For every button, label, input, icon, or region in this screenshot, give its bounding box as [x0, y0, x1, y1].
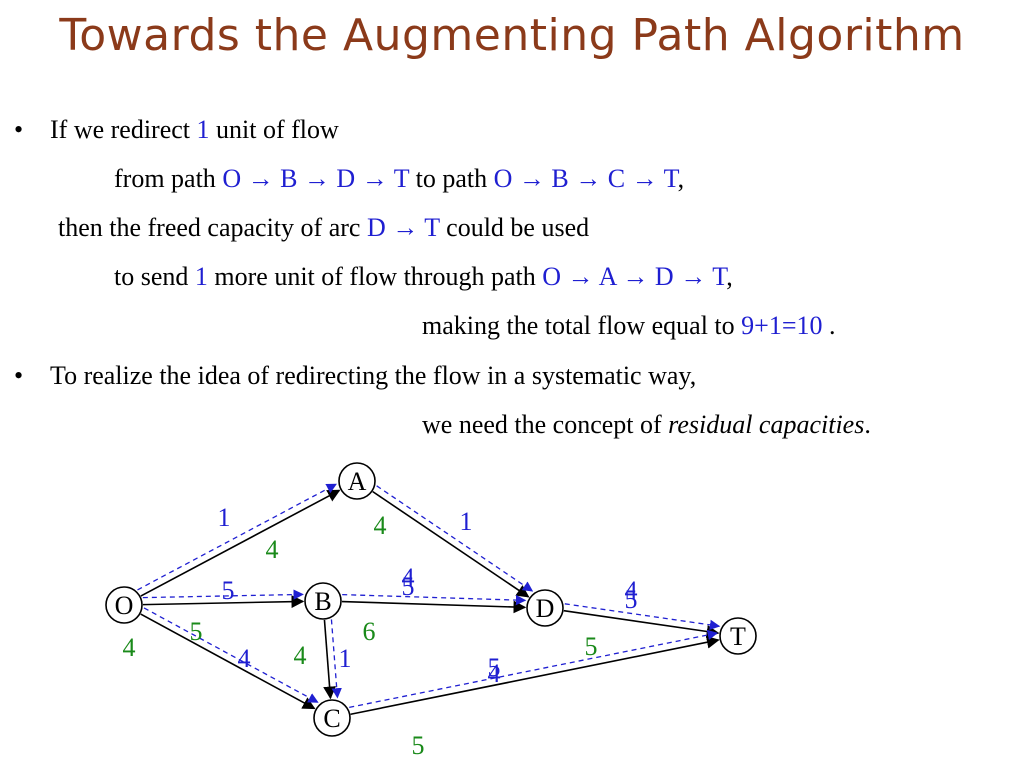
flow-arc-d-t — [564, 603, 721, 631]
capacity-label-o-c: 4 — [123, 633, 136, 662]
node-b: B — [304, 582, 342, 620]
node-label: D — [536, 594, 555, 623]
node-label: C — [323, 704, 340, 733]
text-run: we need the concept of — [422, 410, 669, 439]
flow-label-b-d: 4 — [402, 563, 415, 592]
arc-c-t — [350, 635, 720, 716]
text-run: If we redirect — [50, 115, 197, 144]
text-run: more unit of flow through path — [207, 262, 543, 291]
text-run: 1 — [196, 115, 210, 144]
text-run: O → B → C → T — [493, 164, 678, 193]
node-label: O — [115, 591, 134, 620]
flow-label-d-t: 4 — [625, 576, 638, 605]
text-run: 1 — [194, 262, 208, 291]
text-run: 9+1=10 — [741, 311, 823, 340]
node-t: T — [719, 617, 757, 655]
text-run: to send — [114, 262, 195, 291]
arc-o-c — [140, 613, 316, 710]
slide-title: Towards the Augmenting Path Algorithm — [59, 10, 965, 61]
node-label: T — [730, 622, 746, 651]
flow-label-b-c: 1 — [339, 644, 352, 673]
node-label: A — [348, 467, 367, 496]
flow-overlay-label-d-t: 5 — [625, 585, 638, 614]
node-circle — [338, 462, 376, 500]
node-c: C — [313, 699, 351, 737]
capacity-label-b-d: 6 — [363, 617, 376, 646]
text-run: . — [822, 311, 836, 340]
flow-arc-b-d — [342, 593, 527, 606]
bullet-marker-2: • — [14, 361, 24, 390]
text-run: , — [677, 164, 685, 193]
flow-overlay-label-c-t: 4 — [488, 659, 501, 688]
text-run: D → T — [366, 213, 440, 242]
bullet-1-line-3: then the freed capacity of arc D → T cou… — [58, 212, 589, 244]
text-run: . — [864, 410, 871, 439]
text-run: residual capacities — [668, 410, 865, 439]
capacity-label-b-c: 4 — [294, 641, 307, 670]
text-run: making the total flow equal to — [422, 311, 742, 340]
text-run: O → A → D → T — [542, 262, 727, 291]
bullet-2-line-1: To realize the idea of redirecting the f… — [50, 360, 696, 392]
node-d: D — [526, 589, 564, 627]
arc-o-a — [140, 489, 341, 597]
flow-label-o-c: 4 — [238, 644, 251, 673]
bullet-marker-1: • — [14, 115, 24, 144]
node-circle — [105, 586, 143, 624]
node-circle — [304, 582, 342, 620]
arc-d-t — [563, 609, 720, 638]
flow-arc-o-a — [137, 483, 337, 591]
flow-arc-b-c — [330, 619, 342, 699]
capacity-label-a-d: 4 — [374, 511, 387, 540]
bullet-1-line-4: to send 1 more unit of flow through path… — [114, 261, 733, 293]
text-run: O → B → D → T — [222, 164, 410, 193]
node-circle — [526, 589, 564, 627]
node-a: A — [338, 462, 376, 500]
text-run: To realize the idea of redirecting the f… — [50, 361, 697, 390]
bullet-1-line-2: from path O → B → D → T to path O → B → … — [114, 163, 684, 195]
flow-arc-c-t — [349, 629, 719, 709]
node-circle — [313, 699, 351, 737]
flow-label-a-d: 1 — [460, 507, 473, 536]
flow-overlay-label-b-d: 5 — [402, 572, 415, 601]
flow-arc-a-d — [376, 485, 534, 592]
arc-b-c — [323, 619, 336, 700]
text-run: unit of flow — [209, 115, 339, 144]
flow-label-c-t: 5 — [488, 653, 501, 682]
capacity-label-c-t: 5 — [412, 731, 425, 760]
capacity-label-d-t: 5 — [585, 632, 598, 661]
bullet-1-line-5: making the total flow equal to 9+1=10 . — [422, 310, 835, 342]
text-run: , — [726, 262, 733, 291]
flow-label-o-b: 5 — [222, 576, 235, 605]
flow-label-o-a: 1 — [218, 503, 231, 532]
text-run: then the freed capacity of arc — [58, 213, 367, 242]
flow-arc-o-c — [143, 607, 319, 703]
text-run: from path — [114, 164, 223, 193]
text-run: to path — [409, 164, 494, 193]
node-label: B — [314, 587, 331, 616]
capacity-label-o-b: 5 — [190, 617, 203, 646]
arc-b-d — [341, 600, 527, 614]
node-circle — [719, 617, 757, 655]
arc-o-b — [142, 595, 305, 609]
node-o: O — [105, 586, 143, 624]
capacity-label-o-a: 4 — [266, 535, 279, 564]
arc-a-d — [372, 490, 530, 598]
text-run: could be used — [439, 213, 590, 242]
bullet-2-line-2: we need the concept of residual capaciti… — [422, 409, 871, 441]
bullet-1-line-1: If we redirect 1 unit of flow — [50, 114, 339, 146]
